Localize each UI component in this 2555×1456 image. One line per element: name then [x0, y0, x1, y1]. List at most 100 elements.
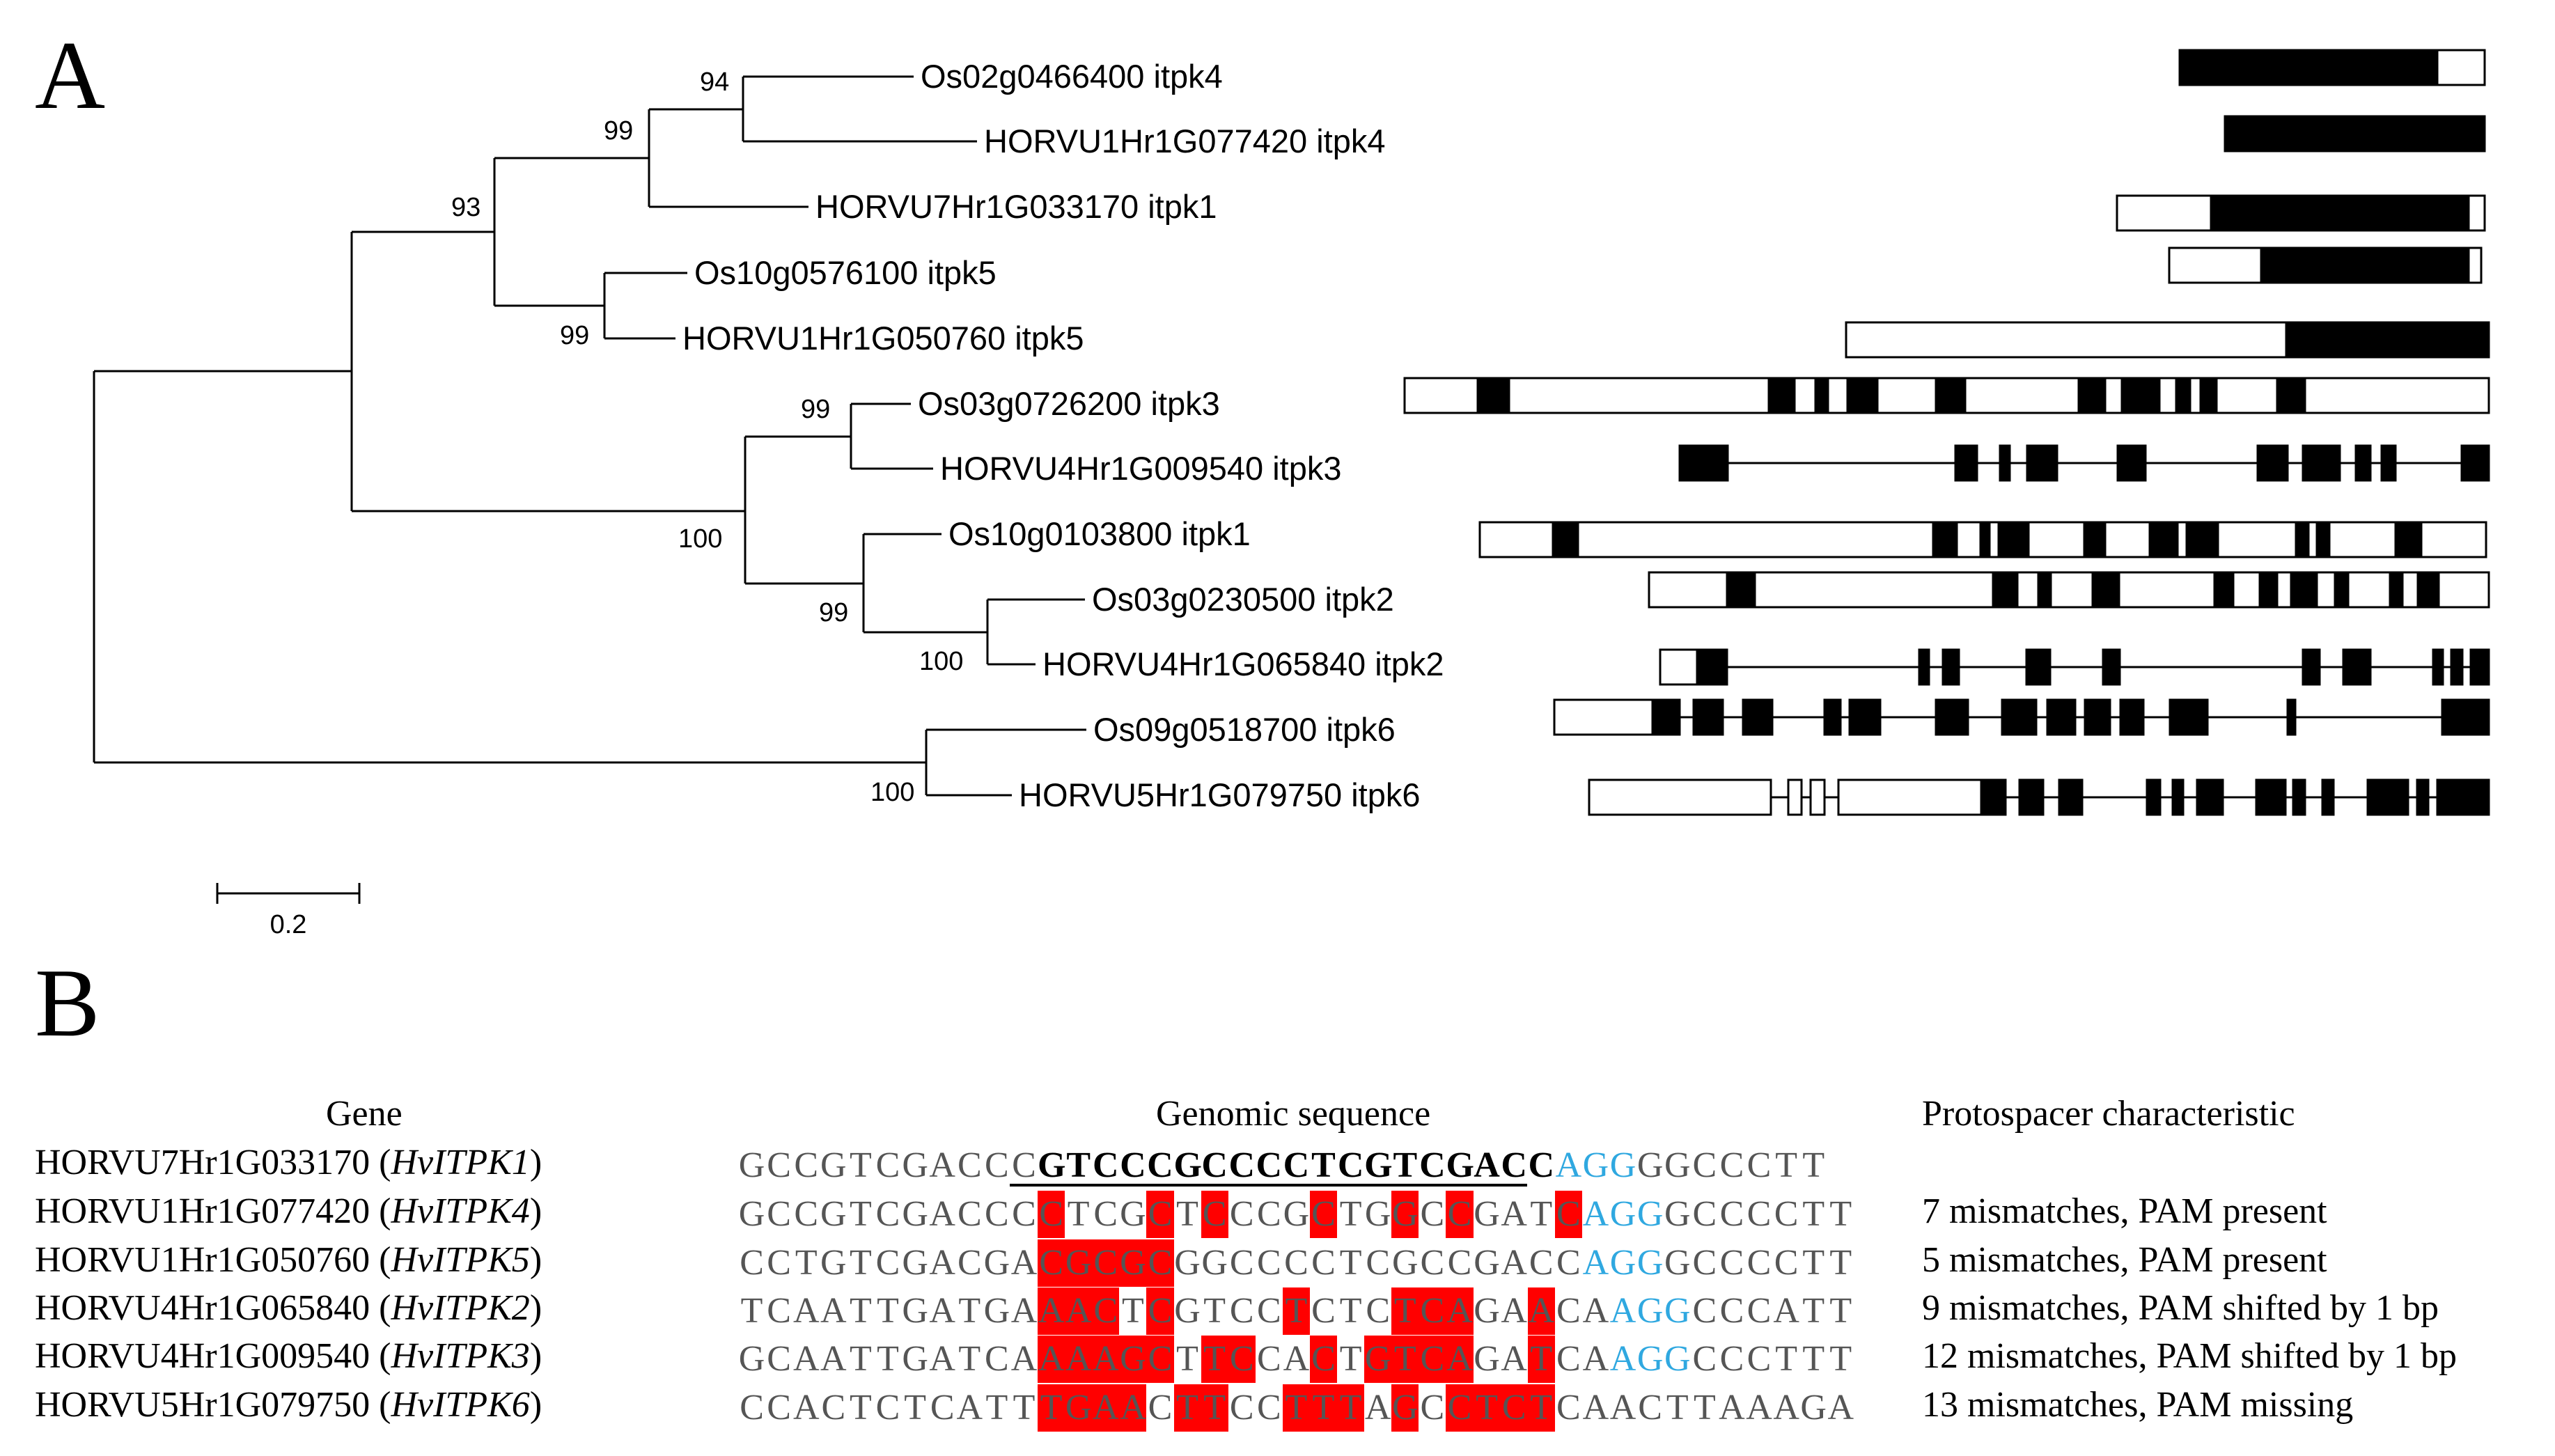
nucleotide: T: [1527, 1336, 1555, 1383]
nucleotide: T: [1802, 1291, 1825, 1331]
bootstrap-value: 94: [700, 68, 729, 97]
nucleotide: C: [740, 1388, 764, 1427]
exon-box: [2175, 377, 2191, 414]
nucleotide: C: [1719, 1145, 1744, 1185]
nucleotide: A: [1609, 1388, 1636, 1427]
nucleotide: C: [1692, 1194, 1717, 1234]
exon-box: [1742, 698, 1774, 736]
nucleotide: T: [1282, 1384, 1310, 1432]
nucleotide: C: [1229, 1243, 1254, 1283]
nucleotide: C: [1446, 1191, 1474, 1238]
nucleotide: C: [1146, 1191, 1174, 1238]
nucleotide: C: [767, 1291, 791, 1331]
exon-box: [1767, 377, 1796, 414]
scale-bar-label: 0.2: [270, 910, 307, 939]
exon-box: [2083, 521, 2107, 558]
exon-box: [2389, 571, 2404, 609]
nucleotide: G: [1364, 1336, 1392, 1383]
nucleotide: C: [740, 1243, 764, 1283]
nucleotide: G: [1391, 1191, 1419, 1238]
exon-box: [2148, 521, 2179, 558]
exon-box: [2436, 778, 2490, 816]
nucleotide: A: [929, 1243, 955, 1283]
nucleotide: C: [1419, 1336, 1446, 1383]
exon-box: [1651, 698, 1681, 736]
utr-box: [1837, 778, 1983, 816]
nucleotide: C: [1556, 1243, 1581, 1283]
nucleotide: T: [1173, 1384, 1201, 1432]
nucleotide: G: [1474, 1339, 1500, 1379]
exon-box: [1935, 377, 1967, 414]
nucleotide: A: [929, 1291, 955, 1331]
nucleotide: T: [1066, 1145, 1091, 1185]
exon-box: [2185, 521, 2219, 558]
gene-row: HORVU5Hr1G079750 (HvITPK6): [35, 1385, 542, 1425]
nucleotide: T: [1067, 1194, 1090, 1234]
nucleotide: C: [1420, 1243, 1445, 1283]
bootstrap-value: 100: [678, 524, 722, 554]
nucleotide: C: [1092, 1239, 1120, 1287]
nucleotide: C: [1747, 1243, 1772, 1283]
nucleotide: G: [902, 1145, 928, 1185]
nucleotide: C: [1256, 1388, 1281, 1427]
gene-row: HORVU1Hr1G050760 (HvITPK5): [35, 1240, 542, 1280]
nucleotide: C: [1419, 1145, 1446, 1185]
exon-box: [2210, 194, 2470, 232]
nucleotide: G: [1636, 1243, 1664, 1283]
nucleotide: T: [1038, 1384, 1065, 1432]
nucleotide: C: [1692, 1339, 1717, 1379]
paralog-name-italic: HvITPK3: [391, 1336, 530, 1376]
exon-box: [2046, 698, 2077, 736]
nucleotide: A: [1010, 1243, 1038, 1283]
tree-leaf-label: HORVU5Hr1G079750 itpk6: [1019, 776, 1420, 813]
nucleotide: C: [875, 1388, 900, 1427]
nucleotide: C: [1747, 1145, 1772, 1185]
tree-leaf-label: HORVU1Hr1G050760 itpk5: [682, 320, 1084, 357]
nucleotide: C: [1229, 1291, 1254, 1331]
nucleotide: C: [1311, 1291, 1336, 1331]
nucleotide: C: [821, 1388, 846, 1427]
nucleotide: C: [1719, 1194, 1744, 1234]
nucleotide: C: [1256, 1339, 1281, 1379]
utr-box: [1809, 778, 1826, 816]
nucleotide: G: [1174, 1291, 1201, 1331]
exon-box: [2196, 778, 2224, 816]
exon-box: [1678, 444, 1729, 482]
tree-leaf-label: HORVU7Hr1G033170 itpk1: [815, 188, 1217, 225]
nucleotide: C: [1554, 1191, 1582, 1238]
nucleotide: C: [1228, 1336, 1256, 1383]
nucleotide: T: [740, 1291, 763, 1331]
nucleotide: C: [1256, 1145, 1283, 1185]
nucleotide: C: [1419, 1287, 1446, 1335]
protospacer-characteristic: 7 mismatches, PAM present: [1922, 1191, 2327, 1231]
exon-box: [2295, 521, 2310, 558]
exon-box: [1552, 521, 1579, 558]
nucleotide: G: [1609, 1194, 1636, 1234]
nucleotide: C: [1719, 1339, 1744, 1379]
nucleotide: T: [1802, 1243, 1825, 1283]
nucleotide: A: [792, 1291, 820, 1331]
nucleotide: C: [985, 1339, 1009, 1379]
nucleotide: T: [850, 1145, 872, 1185]
nucleotide: C: [1556, 1339, 1581, 1379]
nucleotide: G: [1173, 1145, 1202, 1185]
nucleotide: C: [1229, 1194, 1254, 1234]
nucleotide: C: [875, 1145, 900, 1185]
nucleotide: C: [1309, 1191, 1338, 1238]
exon-box: [2450, 648, 2464, 686]
nucleotide: A: [1501, 1243, 1527, 1283]
nucleotide: T: [1339, 1339, 1362, 1379]
nucleotide: C: [794, 1194, 819, 1234]
nucleotide: A: [792, 1388, 820, 1427]
exon-box: [1726, 571, 1756, 609]
nucleotide: T: [904, 1388, 926, 1427]
nucleotide: C: [1420, 1388, 1445, 1427]
nucleotide: T: [1775, 1339, 1797, 1379]
exon-box: [1997, 521, 2030, 558]
exon-box: [2258, 571, 2279, 609]
exon-box: [2292, 778, 2306, 816]
nucleotide: C: [875, 1243, 900, 1283]
